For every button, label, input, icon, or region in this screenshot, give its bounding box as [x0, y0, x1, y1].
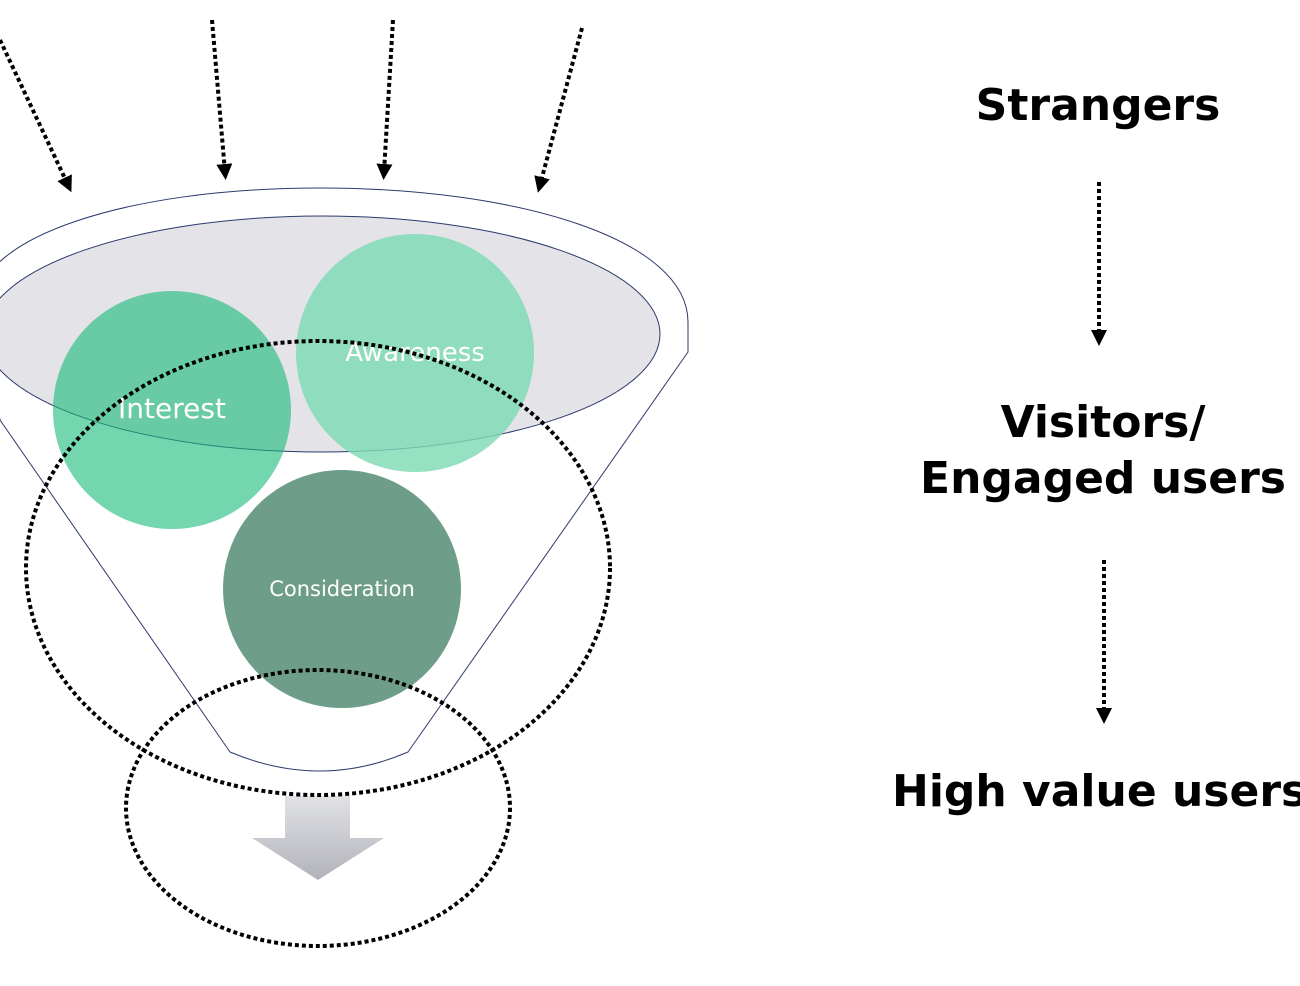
high-value-group-ellipse: [124, 668, 512, 948]
incoming-arrow-4: [534, 27, 584, 193]
down-arrow: [252, 796, 384, 880]
engaged-group-ellipse: [24, 339, 612, 797]
visitors-label-line2: Engaged users: [920, 453, 1286, 504]
high-value-label: High value users: [892, 766, 1300, 817]
consideration-label: Consideration: [269, 577, 415, 601]
interest-circle: [53, 291, 291, 529]
incoming-arrow-1: [0, 39, 72, 193]
visitors-label-line1: Visitors/: [1001, 397, 1207, 448]
interest-label: Interest: [118, 392, 226, 425]
incoming-arrow-2: [210, 19, 233, 180]
stage-labels: Strangers Visitors/ Engaged users High v…: [892, 80, 1300, 817]
incoming-arrow-3: [376, 19, 395, 180]
dotted-groups: [24, 339, 612, 948]
incoming-arrows: [0, 19, 584, 193]
consideration-circle: [223, 470, 461, 708]
strangers-label: Strangers: [976, 80, 1221, 131]
